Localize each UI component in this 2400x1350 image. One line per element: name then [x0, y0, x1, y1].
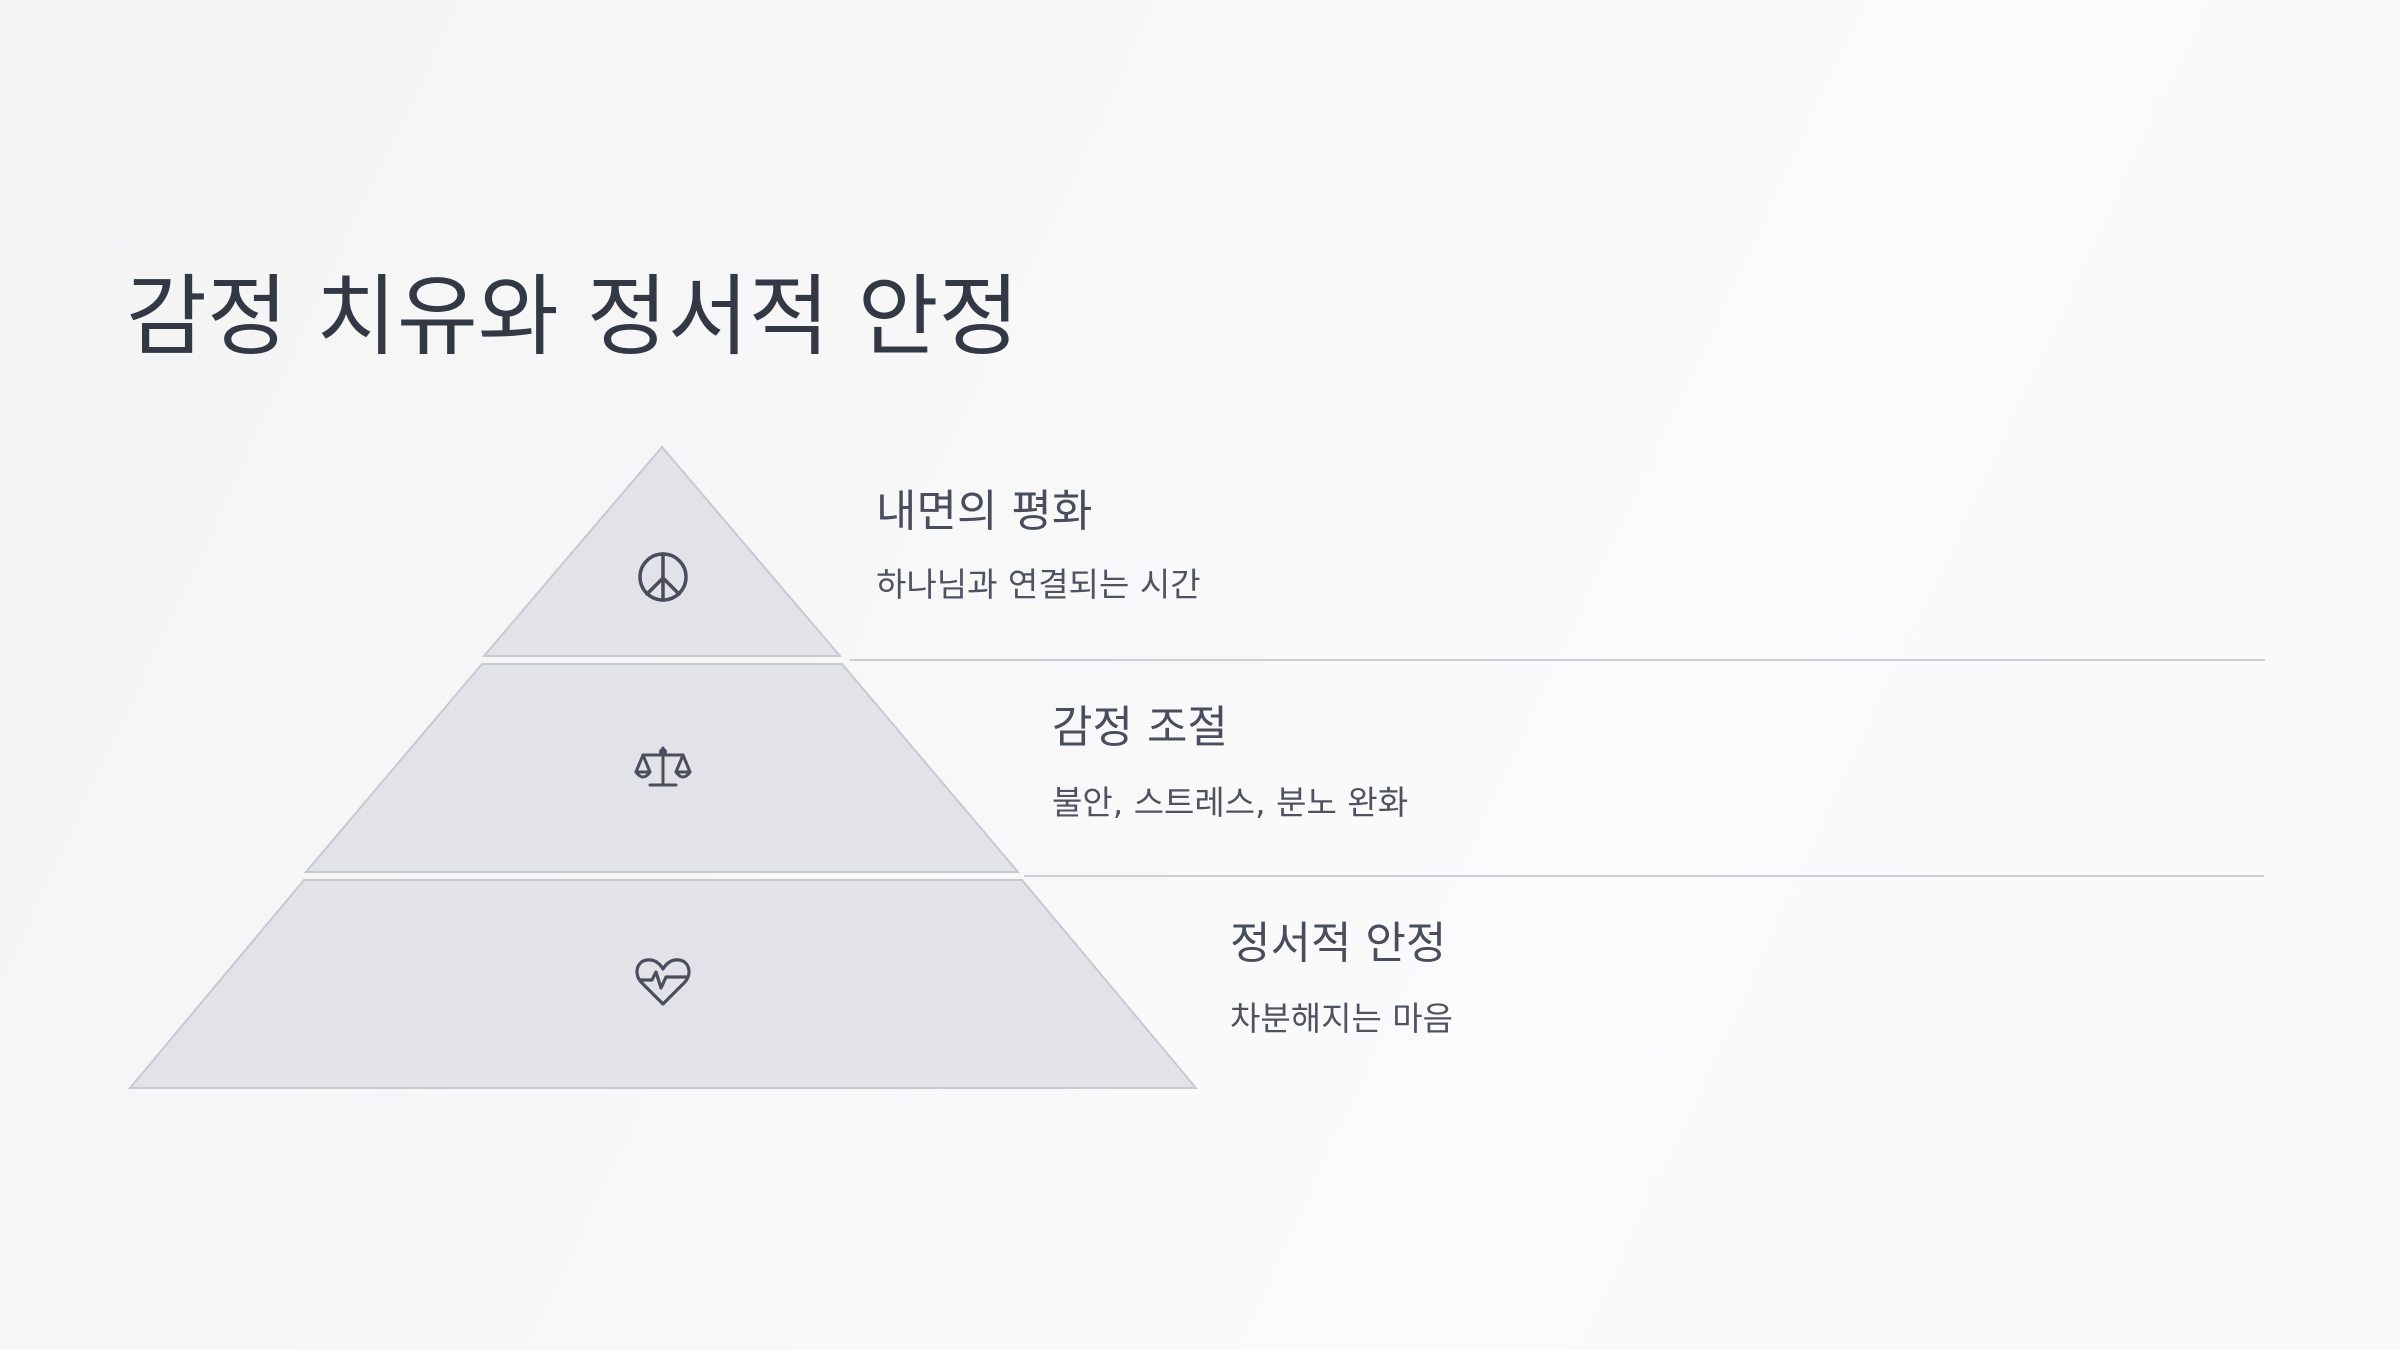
level-2-description: 불안, 스트레스, 분노 완화 [1052, 783, 1409, 822]
slide-title: 감정 치유와 정서적 안정 [126, 265, 1020, 368]
level-1-description: 하나님과 연결되는 시간 [876, 565, 1201, 604]
divider-line-2 [1024, 875, 2264, 877]
pyramid-level-top [481, 445, 843, 657]
level-1-title: 내면의 평화 [876, 486, 1093, 537]
level-3-title: 정서적 안정 [1230, 918, 1447, 969]
heart-pulse-icon [635, 958, 691, 1006]
divider-line-1 [850, 659, 2265, 661]
peace-icon [638, 552, 688, 602]
scale-icon [634, 746, 692, 787]
level-2-title: 감정 조절 [1052, 702, 1228, 753]
level-3-description: 차분해지는 마음 [1230, 999, 1454, 1038]
